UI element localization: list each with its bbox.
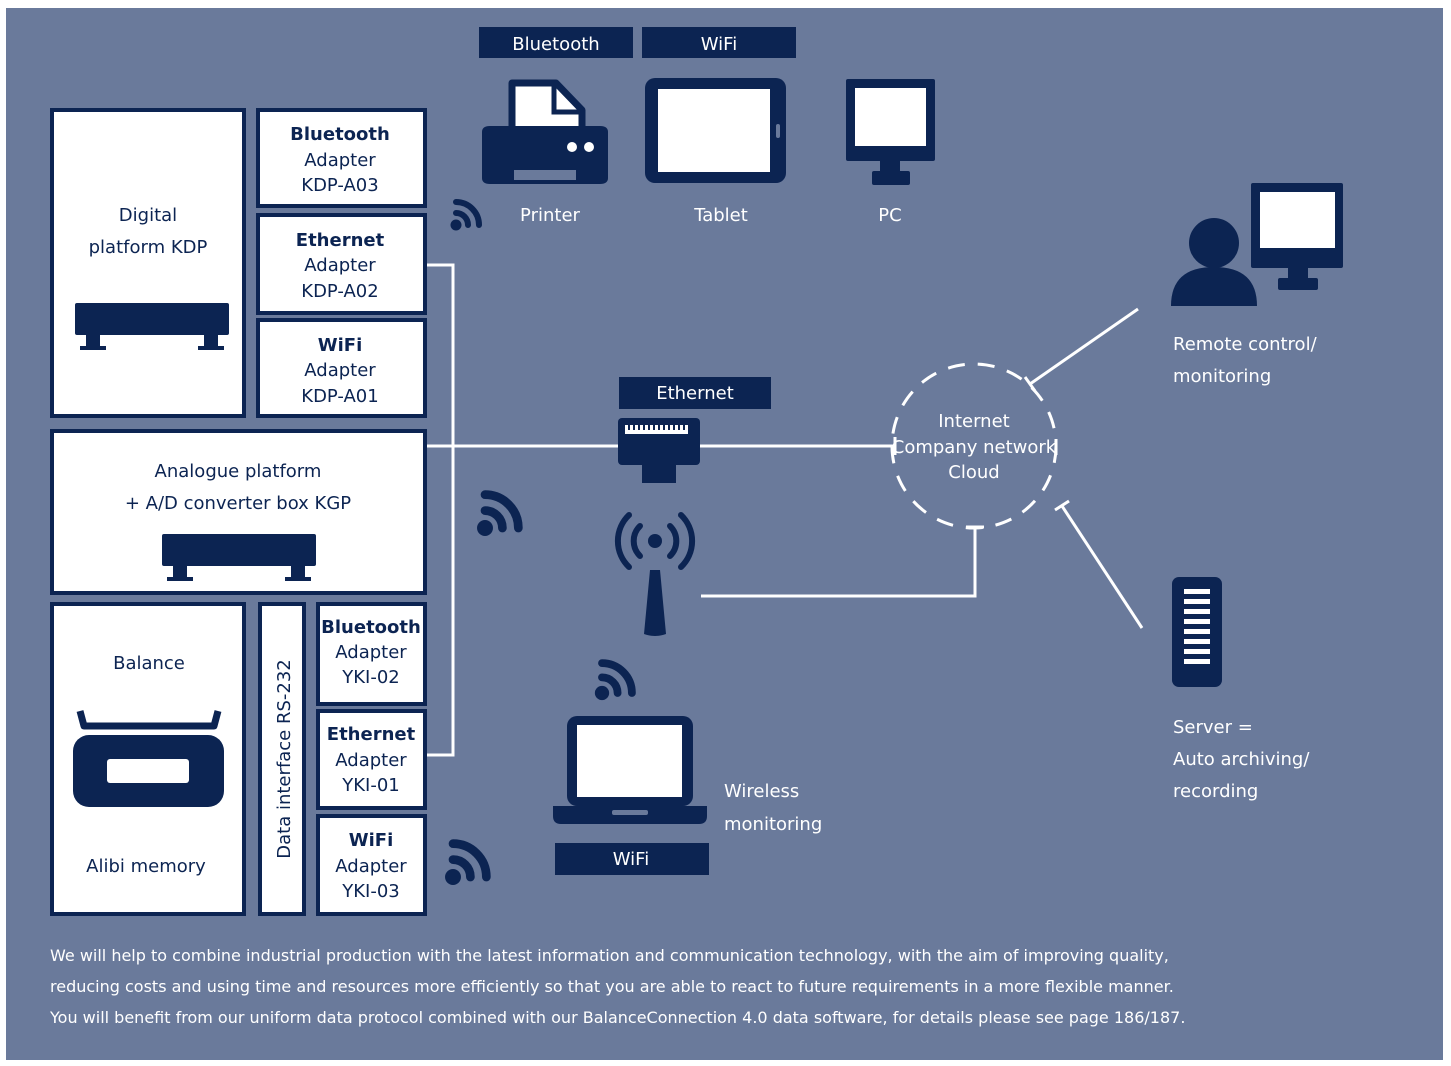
kdp-adapter-bluetooth-model: KDP-A03	[301, 175, 378, 196]
yki-adapter-ethernet-box	[316, 709, 427, 810]
connectivity-diagram: Internet Company network Cloud Bluetooth…	[50, 27, 1343, 916]
network-label-internet: Internet	[938, 411, 1009, 432]
printer-icon	[482, 79, 608, 184]
network-label-company: Company network	[892, 437, 1057, 458]
diagram-panel: Internet Company network Cloud Bluetooth…	[6, 8, 1443, 1060]
network-cloud: Internet Company network Cloud	[890, 362, 1058, 530]
rs232-interface-label: Data interface RS-232	[274, 659, 295, 859]
connection-lines	[426, 263, 1144, 757]
footer-text: We will help to combine industrial produ…	[50, 940, 1420, 1033]
access-point-antenna-icon	[614, 512, 696, 636]
footer-line: reducing costs and using time and resour…	[50, 977, 1174, 996]
network-label-cloud: Cloud	[948, 462, 999, 483]
tablet-label: Tablet	[693, 205, 748, 226]
wifi-signal-icon	[451, 202, 480, 231]
footer-line: You will benefit from our uniform data p…	[50, 1008, 1186, 1027]
wifi-signal-icon	[445, 844, 486, 885]
kdp-platform-box	[50, 108, 246, 418]
tablet-icon	[645, 78, 786, 183]
yki-adapter-wifi-box	[316, 814, 427, 916]
ethernet-port-icon	[618, 418, 700, 483]
kgp-title-line1: Analogue platform	[155, 461, 322, 482]
yki-adapter-wifi-name: WiFi	[349, 830, 394, 851]
kdp-adapter-bluetooth-type: Adapter	[304, 150, 376, 171]
kdp-adapter-wifi-type: Adapter	[304, 360, 376, 381]
svg-text:WiFi: WiFi	[701, 34, 737, 55]
laptop-icon	[553, 716, 707, 824]
tag-wifi-bottom: WiFi	[555, 843, 709, 875]
balance-scale-icon	[73, 710, 224, 807]
kdp-title-line2: platform KDP	[89, 237, 208, 258]
kdp-adapter-bluetooth-box	[256, 108, 427, 208]
server-label-line3: recording	[1173, 781, 1258, 802]
wifi-signal-icon	[477, 495, 518, 536]
server-label-line1: Server =	[1173, 717, 1253, 738]
yki-adapter-bluetooth-box	[316, 602, 427, 706]
kdp-adapter-ethernet-type: Adapter	[304, 255, 376, 276]
server-icon	[1172, 577, 1222, 687]
kdp-adapter-ethernet-model: KDP-A02	[301, 281, 378, 302]
yki-adapter-bluetooth-type: Adapter	[335, 642, 407, 663]
rs232-interface-box	[258, 602, 306, 916]
pc-label: PC	[878, 205, 901, 226]
kdp-adapter-bluetooth-name: Bluetooth	[290, 124, 390, 145]
tag-ethernet: Ethernet	[619, 377, 771, 409]
wireless-label-line1: Wireless	[724, 781, 799, 802]
kgp-platform-box	[50, 429, 427, 595]
yki-adapter-ethernet-name: Ethernet	[327, 724, 416, 745]
monitor-icon	[1251, 183, 1343, 290]
kgp-title-line2: + A/D converter box KGP	[125, 493, 351, 514]
yki-adapter-ethernet-type: Adapter	[335, 750, 407, 771]
kdp-adapter-ethernet-name: Ethernet	[296, 230, 385, 251]
remote-label-line1: Remote control/	[1173, 334, 1318, 355]
yki-adapter-bluetooth-model: YKI-02	[341, 667, 400, 688]
kdp-adapter-wifi-model: KDP-A01	[301, 386, 378, 407]
svg-text:Bluetooth: Bluetooth	[512, 34, 599, 55]
tag-bluetooth: Bluetooth	[479, 27, 633, 58]
remote-label-line2: monitoring	[1173, 366, 1271, 387]
balance-title: Balance	[113, 653, 185, 674]
kdp-adapter-wifi-box	[256, 318, 427, 418]
yki-adapter-bluetooth-name: Bluetooth	[321, 617, 421, 638]
balance-memory-label: Alibi memory	[86, 856, 206, 877]
remote-user-icon	[1171, 218, 1257, 306]
kdp-adapter-wifi-name: WiFi	[318, 335, 363, 356]
svg-text:Ethernet: Ethernet	[656, 383, 734, 404]
printer-label: Printer	[520, 205, 580, 226]
wireless-label-line2: monitoring	[724, 814, 822, 835]
yki-adapter-wifi-model: YKI-03	[341, 881, 400, 902]
server-label-line2: Auto archiving/	[1173, 749, 1310, 770]
wifi-signal-icon	[595, 663, 632, 700]
kdp-adapter-ethernet-box	[256, 213, 427, 315]
kdp-title-line1: Digital	[119, 205, 177, 226]
footer-line: We will help to combine industrial produ…	[50, 946, 1169, 965]
yki-adapter-ethernet-model: YKI-01	[341, 775, 400, 796]
yki-adapter-wifi-type: Adapter	[335, 856, 407, 877]
tag-wifi-top: WiFi	[642, 27, 796, 58]
svg-text:WiFi: WiFi	[613, 849, 649, 870]
pc-icon	[846, 79, 935, 185]
